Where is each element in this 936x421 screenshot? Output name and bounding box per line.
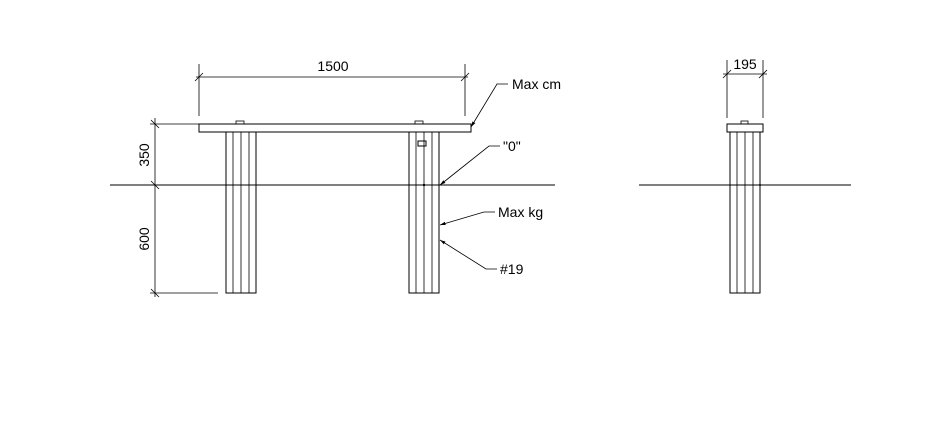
callout-max-kg-label: Max kg xyxy=(498,204,543,220)
callout-zero: "0" xyxy=(439,138,521,186)
right-leg xyxy=(408,131,440,294)
callout-max-cm-label: Max cm xyxy=(512,76,561,92)
callout-max-kg: Max kg xyxy=(439,204,543,226)
left-leg xyxy=(225,131,257,294)
callout-part-no: #19 xyxy=(439,239,524,277)
side-top xyxy=(726,123,764,133)
zero-mark xyxy=(422,183,426,187)
top-bolt-right xyxy=(414,120,424,125)
top-bolt-left xyxy=(235,120,245,125)
side-view: 195 xyxy=(639,56,851,294)
front-view: 1500 350 600 Max cm "0" Max kg # xyxy=(110,58,561,298)
dimension-width: 1500 xyxy=(194,58,470,116)
depth-dim-label: 195 xyxy=(733,56,757,72)
height-above-dim-label: 350 xyxy=(136,143,152,167)
side-leg xyxy=(729,131,761,294)
dimension-depth: 195 xyxy=(722,56,768,118)
table-top xyxy=(198,123,472,133)
dimension-height: 350 600 xyxy=(136,118,218,298)
side-top-bolt xyxy=(740,120,749,125)
width-dim-label: 1500 xyxy=(317,58,348,74)
callout-zero-label: "0" xyxy=(503,138,521,154)
callout-part-no-label: #19 xyxy=(500,261,524,277)
callout-max-cm: Max cm xyxy=(470,76,561,128)
height-below-dim-label: 600 xyxy=(136,227,152,251)
label-plate xyxy=(417,140,427,147)
